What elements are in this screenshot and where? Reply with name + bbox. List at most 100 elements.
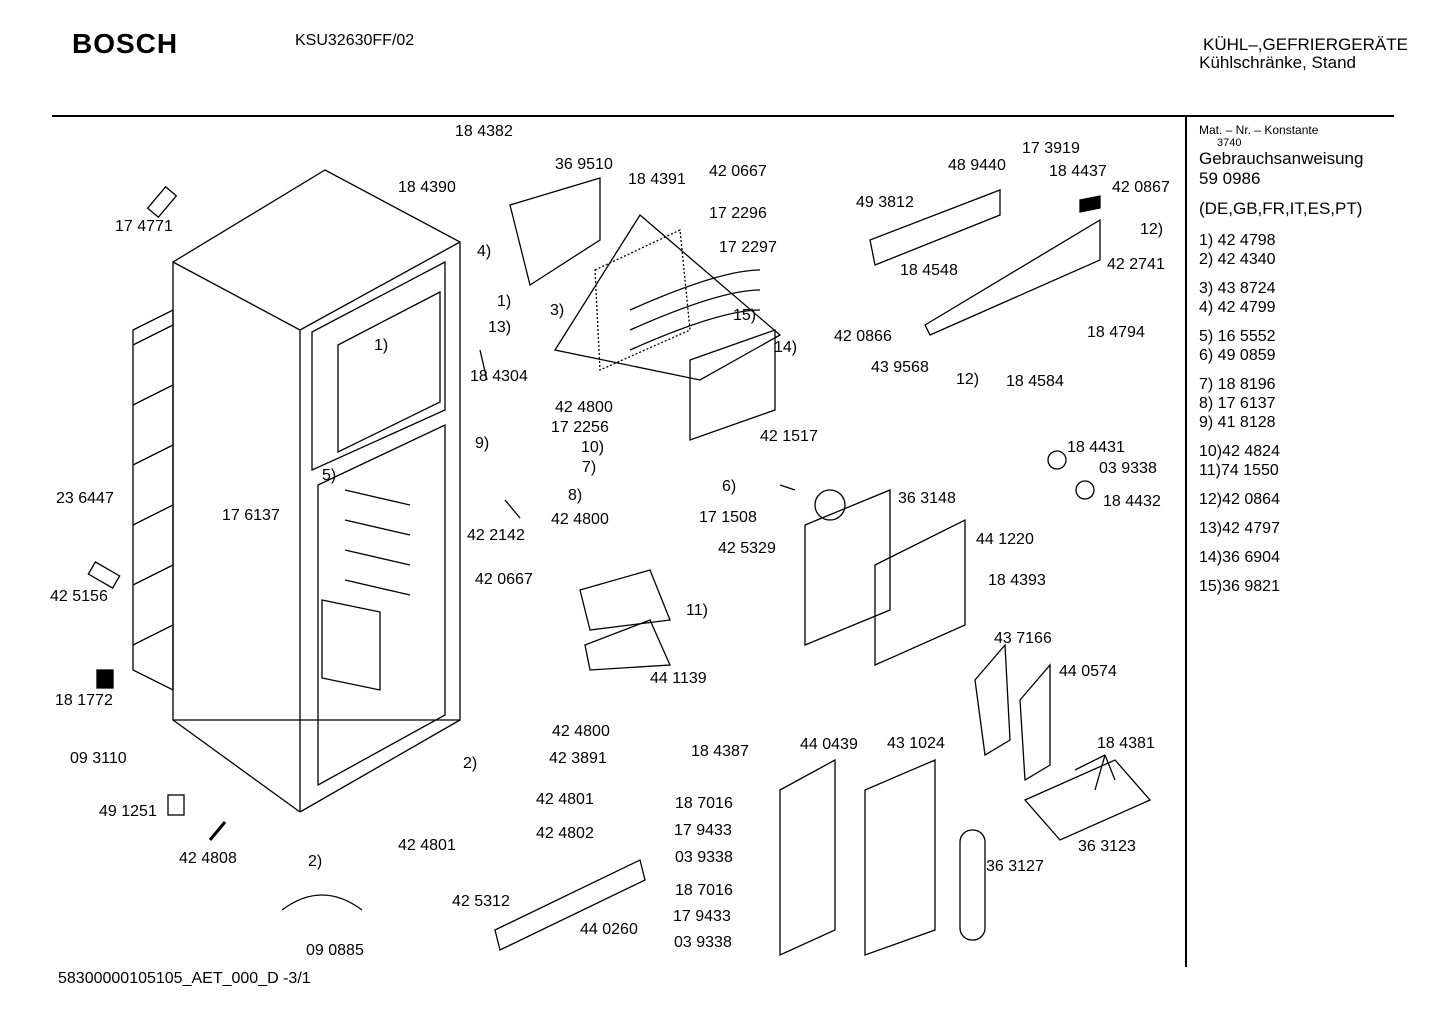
part-label: 42 4800 (551, 511, 609, 528)
part-label: 36 3148 (898, 490, 956, 507)
part-label: 42 2142 (467, 527, 525, 544)
part-label: 17 9433 (674, 822, 732, 839)
part-label: 42 5312 (452, 893, 510, 910)
manual-languages: (DE,GB,FR,IT,ES,PT) (1199, 199, 1363, 218)
small-parts (87, 185, 1116, 911)
category-title: KÜHL–,GEFRIERGERÄTE (1203, 35, 1408, 54)
part-label: 42 0866 (834, 328, 892, 345)
part-label: 49 1251 (99, 803, 157, 820)
model-number: KSU32630FF/02 (295, 32, 415, 49)
part-label: 6) (722, 478, 737, 495)
part-label: 14) (774, 339, 798, 356)
part-label: 42 4800 (552, 723, 610, 740)
mat-number-label: Mat. – Nr. – Konstante (1199, 123, 1319, 137)
part-label: 17 2297 (719, 239, 777, 256)
part-label: 18 4437 (1049, 163, 1107, 180)
part-label: 1) (497, 293, 512, 310)
part-label: 17 6137 (222, 507, 280, 524)
part-label: 42 4801 (398, 837, 456, 854)
part-label: 36 3127 (986, 858, 1044, 875)
part-label: 2) (308, 853, 323, 870)
part-label: 15) (733, 307, 757, 324)
mat-number: 3740 (1217, 137, 1242, 149)
part-label: 9) (475, 435, 490, 452)
part-label: 03 9338 (1099, 460, 1157, 477)
part-label: 42 5156 (50, 588, 108, 605)
manual-label: Gebrauchsanweisung (1199, 149, 1364, 168)
reference-item: 4) 42 4799 (1199, 299, 1276, 316)
control-panel (869, 189, 1101, 336)
fridge-cabinet (132, 169, 461, 813)
door-parts (494, 569, 1152, 957)
part-label: 36 9510 (555, 156, 613, 173)
part-label: 48 9440 (948, 157, 1006, 174)
part-label: 10) (581, 439, 605, 456)
part-label: 09 3110 (70, 750, 127, 767)
part-label: 09 0885 (306, 942, 364, 959)
part-label: 17 2296 (709, 205, 767, 222)
part-label: 44 0574 (1059, 663, 1117, 680)
reference-item: 2) 42 4340 (1199, 251, 1276, 268)
part-label: 18 4393 (988, 572, 1046, 589)
part-label: 8) (568, 487, 583, 504)
part-label: 18 4548 (900, 262, 958, 279)
part-label: 11) (686, 602, 708, 619)
part-label: 18 4432 (1103, 493, 1161, 510)
part-label: 5) (322, 467, 337, 484)
exploded-parts-diagram: 18 4382 36 9510 18 4390 18 4391 42 0667 … (0, 118, 1185, 978)
part-label: 42 0667 (709, 163, 767, 180)
reference-item: 13)42 4797 (1199, 520, 1280, 537)
part-label: 18 4431 (1067, 439, 1125, 456)
part-label: 42 4808 (179, 850, 237, 867)
evaporator-assembly (509, 177, 782, 441)
part-label: 4) (477, 243, 492, 260)
part-label: 18 4584 (1006, 373, 1064, 390)
part-label: 18 4387 (691, 743, 749, 760)
part-label: 43 9568 (871, 359, 929, 376)
part-label: 42 3891 (549, 750, 607, 767)
reference-item: 7) 18 8196 (1199, 376, 1276, 393)
reference-item: 5) 16 5552 (1199, 328, 1276, 345)
reference-sidebar: Mat. – Nr. – Konstante 3740 Gebrauchsanw… (1199, 123, 1429, 596)
part-label: 17 3919 (1022, 140, 1080, 157)
part-label: 17 9433 (673, 908, 731, 925)
part-label: 2) (463, 755, 478, 772)
sidebar-divider (1185, 117, 1187, 967)
part-label: 18 4304 (470, 368, 528, 385)
part-label: 42 4801 (536, 791, 594, 808)
part-label: 12) (1140, 221, 1164, 238)
reference-item: 10)42 4824 (1199, 443, 1280, 460)
part-label: 1) (374, 337, 389, 354)
part-label: 42 1517 (760, 428, 818, 445)
part-label: 12) (956, 371, 980, 388)
part-label: 44 1139 (650, 670, 707, 687)
part-label: 44 0260 (580, 921, 638, 938)
part-label: 42 4802 (536, 825, 594, 842)
part-label: 18 4382 (455, 123, 513, 140)
part-label: 18 4381 (1097, 735, 1155, 752)
fan-and-covers (804, 489, 966, 667)
part-label: 18 7016 (675, 795, 733, 812)
part-label: 18 4390 (398, 179, 456, 196)
part-label: 49 3812 (856, 194, 914, 211)
part-label: 42 0867 (1112, 179, 1170, 196)
part-label: 42 2741 (1107, 256, 1165, 273)
reference-item: 6) 49 0859 (1199, 347, 1276, 364)
brand-logo: BOSCH (72, 28, 179, 59)
part-label: 17 2256 (551, 419, 609, 436)
document-id: 58300000105105_AET_000_D -3/1 (58, 970, 311, 987)
part-label: 42 0667 (475, 571, 533, 588)
reference-item: 8) 17 6137 (1199, 395, 1276, 412)
manual-number: 59 0986 (1199, 169, 1261, 188)
part-label: 43 1024 (887, 735, 945, 752)
part-label: 03 9338 (674, 934, 732, 951)
part-label: 18 1772 (55, 692, 113, 709)
reference-item: 9) 41 8128 (1199, 414, 1276, 431)
part-label: 13) (488, 319, 512, 336)
part-label: 23 6447 (56, 490, 114, 507)
part-label: 3) (550, 302, 565, 319)
part-label: 18 4794 (1087, 324, 1145, 341)
part-label: 43 7166 (994, 630, 1052, 647)
part-label: 17 1508 (699, 509, 757, 526)
